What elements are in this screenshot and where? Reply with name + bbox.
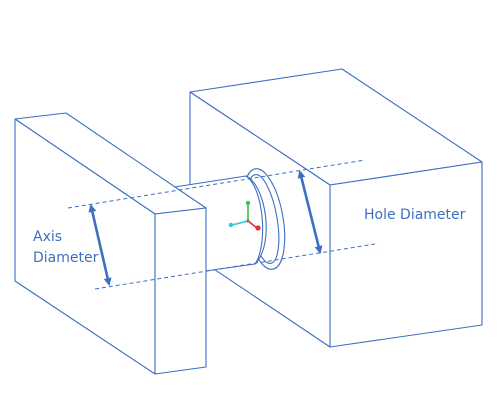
triad-z-axis [231,220,249,226]
triad-origin [246,219,250,223]
upper-extension-line [67,159,366,209]
triad-y-tip [245,200,251,206]
lower-extension-line [94,243,376,290]
triad-z-tip [228,222,234,228]
axis-diameter-label-line2: Diameter [33,250,99,266]
axis-diameter-label-line1: Axis [33,229,62,245]
xyz-axis-triad-icon [228,200,261,231]
hole-diameter-label: Hole Diameter [364,207,466,223]
triad-x-tip [255,225,261,231]
right-block-side-face [329,161,483,348]
left-block [14,112,207,375]
hole-diameter-arrow [297,170,323,254]
axis-diameter-arrow [88,204,112,286]
triad-x-axis [247,220,258,229]
extension-lines [67,159,376,290]
left-block-front-face [154,207,207,375]
shaft-end-arc [245,175,264,265]
